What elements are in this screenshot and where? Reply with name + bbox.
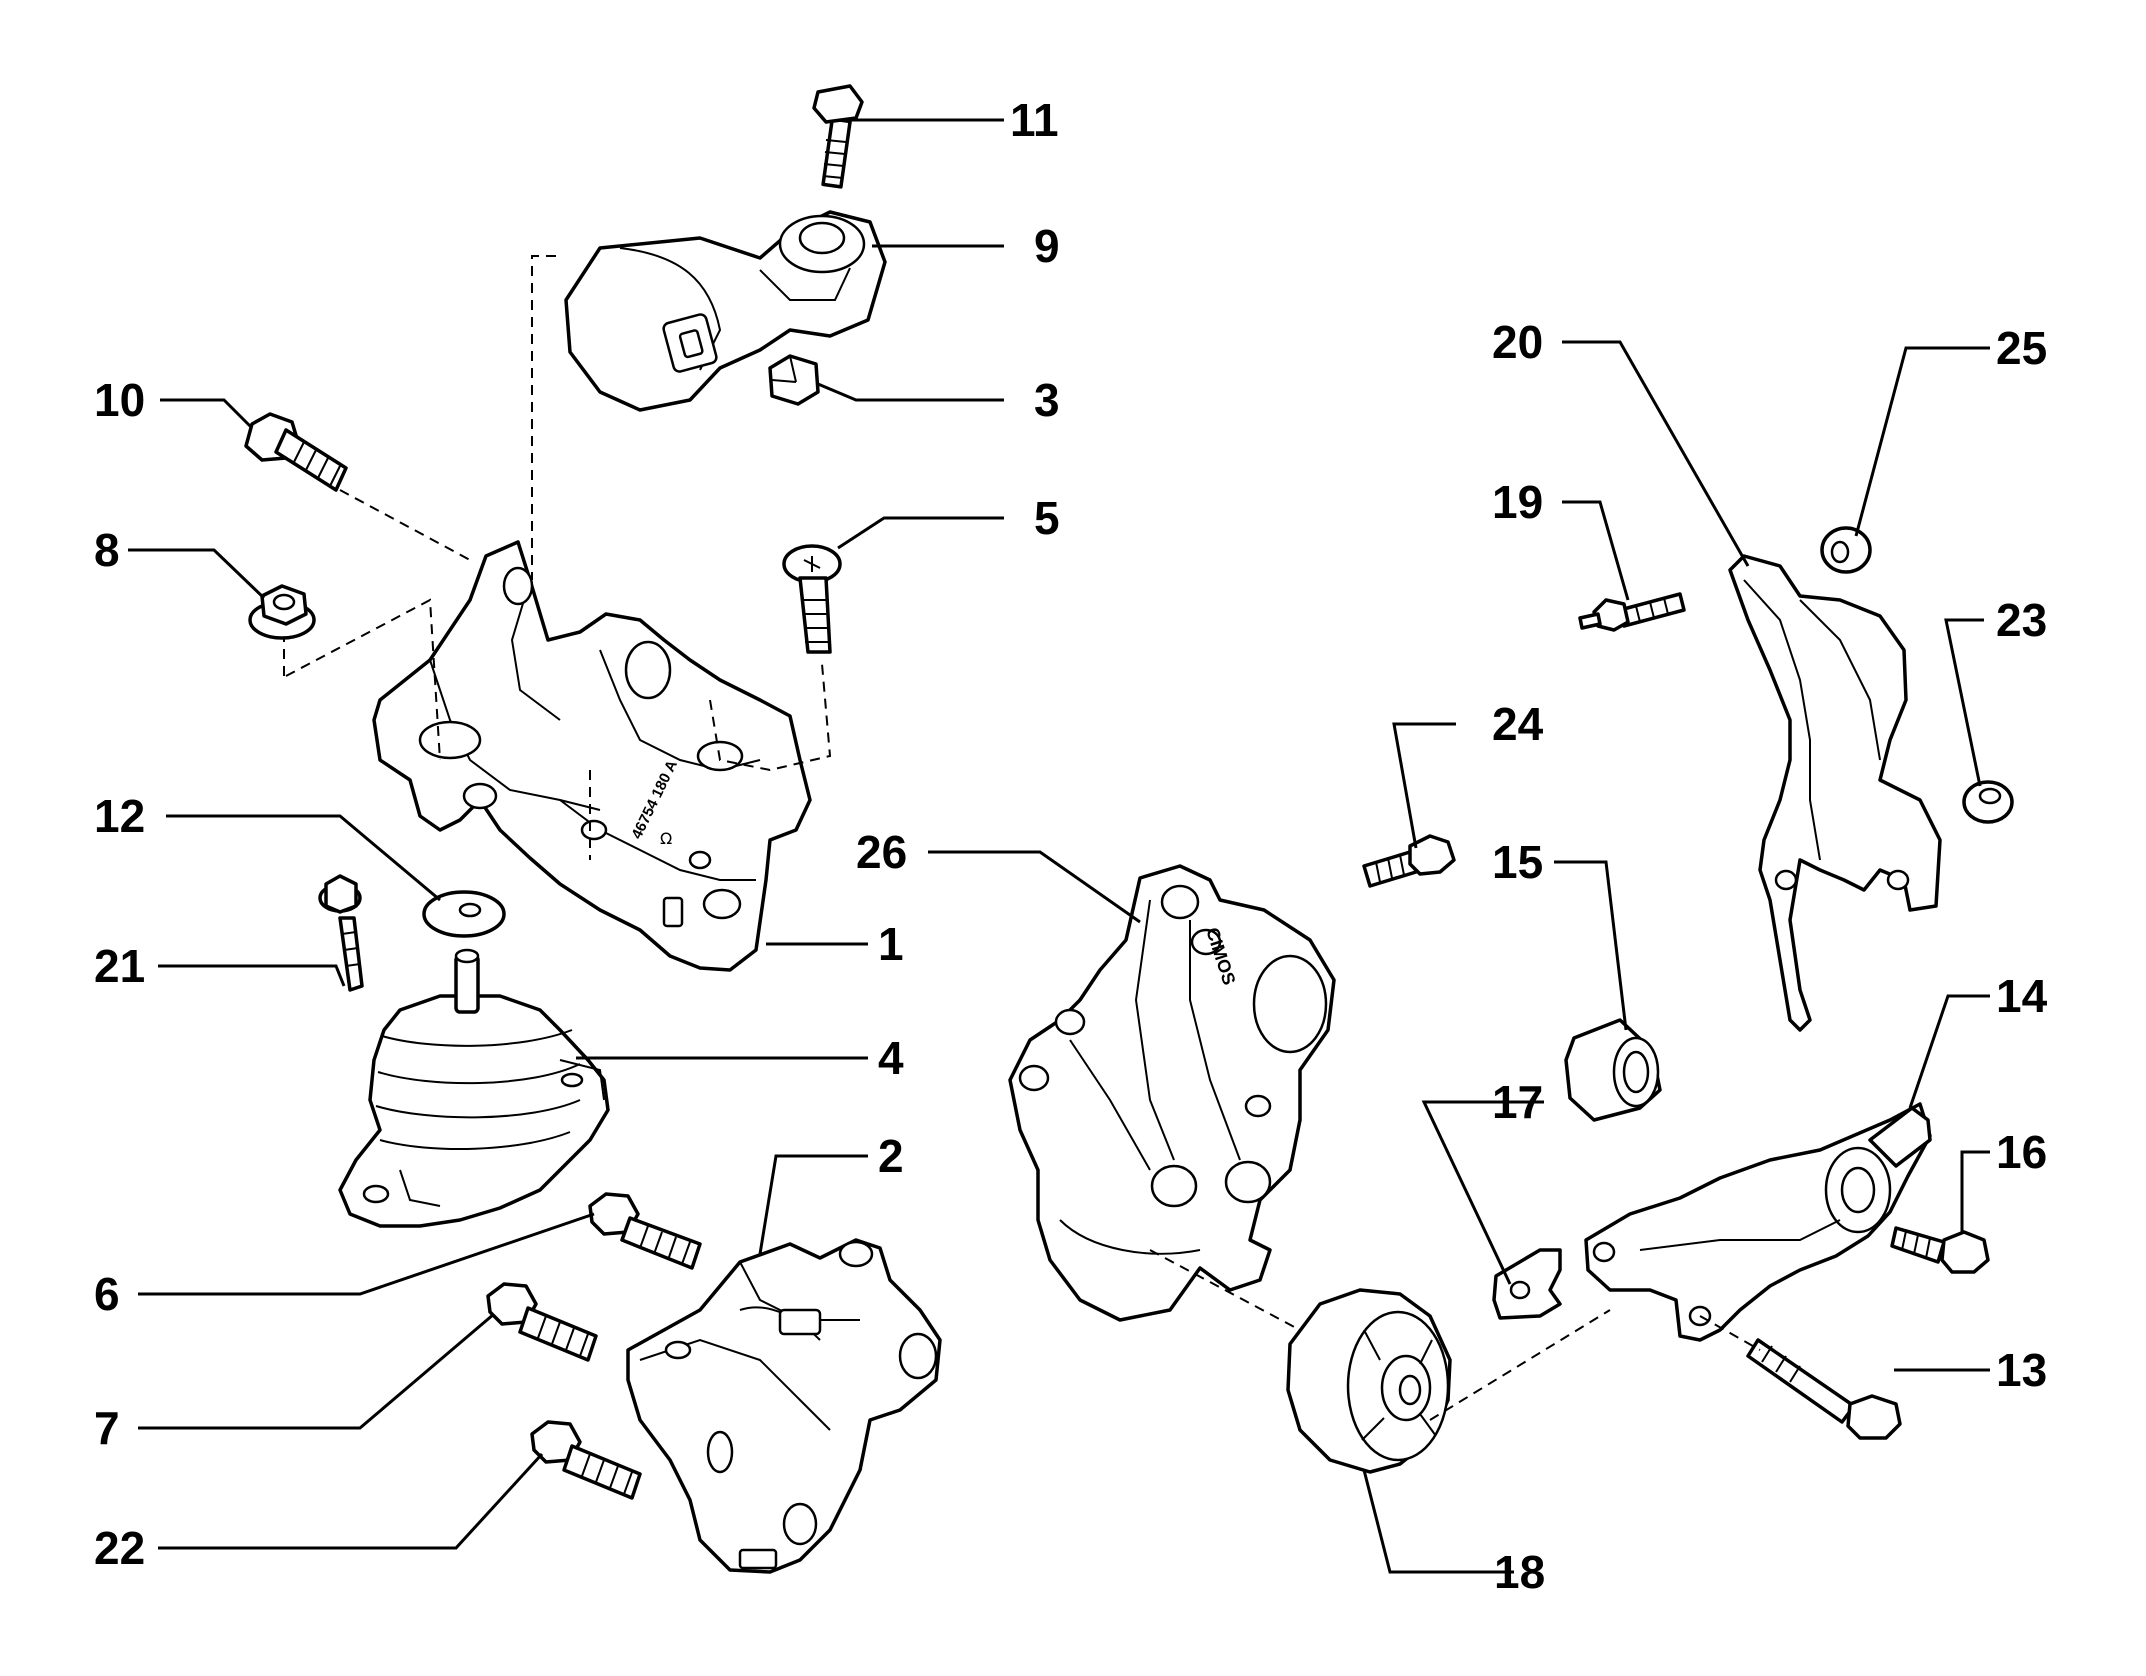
part-10-bolt[interactable]	[244, 412, 348, 492]
callout-4: 4	[878, 1032, 904, 1084]
part-9-upper-mount[interactable]	[564, 210, 887, 412]
callout-12: 12	[94, 790, 145, 842]
callout-10: 10	[94, 374, 145, 426]
leader-lines	[128, 118, 1990, 1574]
part-21-screw[interactable]	[318, 874, 364, 992]
part-13-long-bolt[interactable]	[1746, 1338, 1902, 1440]
callout-20: 20	[1492, 316, 1543, 368]
callout-18: 18	[1494, 1546, 1545, 1598]
part-7-bolt[interactable]	[486, 1282, 598, 1362]
callout-1: 1	[878, 918, 904, 970]
callout-13: 13	[1996, 1344, 2047, 1396]
callout-11: 11	[1010, 94, 1059, 146]
callout-6: 6	[94, 1268, 120, 1320]
part-17-clip[interactable]	[1492, 1248, 1562, 1320]
callout-21: 21	[94, 940, 145, 992]
callout-9: 9	[1034, 220, 1060, 272]
stamp-bearing-mark: Ω	[660, 829, 672, 848]
part-8-nut[interactable]	[248, 584, 316, 640]
part-20-shield[interactable]	[1728, 554, 1942, 1032]
part-11-bolt[interactable]	[812, 84, 864, 189]
callout-26: 26	[856, 826, 907, 878]
part-16-bolt[interactable]	[1890, 1226, 1990, 1274]
callout-24: 24	[1492, 698, 1544, 750]
part-15-bushing[interactable]	[1564, 1018, 1662, 1122]
part-23-nut[interactable]	[1962, 780, 2014, 824]
callout-17: 17	[1492, 1076, 1543, 1128]
callout-labels: 11 9 3 5 10 8 12 21 1 4 2 6 7 22 26 24 1…	[94, 94, 2048, 1598]
part-4-hydromount[interactable]	[338, 948, 610, 1228]
part-24-bolt[interactable]	[1362, 834, 1456, 888]
callout-25: 25	[1996, 322, 2047, 374]
callout-3: 3	[1034, 374, 1060, 426]
assembly-dashed-lines	[283, 255, 1761, 1421]
part-6-bolt[interactable]	[588, 1192, 702, 1270]
callout-8: 8	[94, 524, 120, 576]
callout-19: 19	[1492, 476, 1543, 528]
part-12-washer[interactable]	[422, 890, 506, 938]
part-1-engine-bracket[interactable]: 46754 180 A Ω	[372, 540, 812, 972]
part-3-insert[interactable]	[768, 354, 820, 406]
part-22-bolt[interactable]	[530, 1420, 642, 1500]
callout-16: 16	[1996, 1126, 2047, 1178]
callout-7: 7	[94, 1402, 120, 1454]
callout-5: 5	[1034, 492, 1060, 544]
part-18-subframe-bushing[interactable]	[1286, 1288, 1452, 1474]
callout-15: 15	[1492, 836, 1543, 888]
callout-23: 23	[1996, 594, 2047, 646]
callout-22: 22	[94, 1522, 145, 1574]
part-5-screw[interactable]	[782, 544, 842, 654]
part-14-torque-rod[interactable]	[1584, 1102, 1932, 1342]
part-19-stud[interactable]	[1578, 592, 1686, 632]
callout-14: 14	[1996, 970, 2048, 1022]
part-25-nut[interactable]	[1820, 526, 1872, 574]
callout-2: 2	[878, 1130, 904, 1182]
part-26-knuckle[interactable]: CIMOS	[1008, 864, 1336, 1322]
part-2-gearbox-mount[interactable]	[626, 1238, 942, 1574]
